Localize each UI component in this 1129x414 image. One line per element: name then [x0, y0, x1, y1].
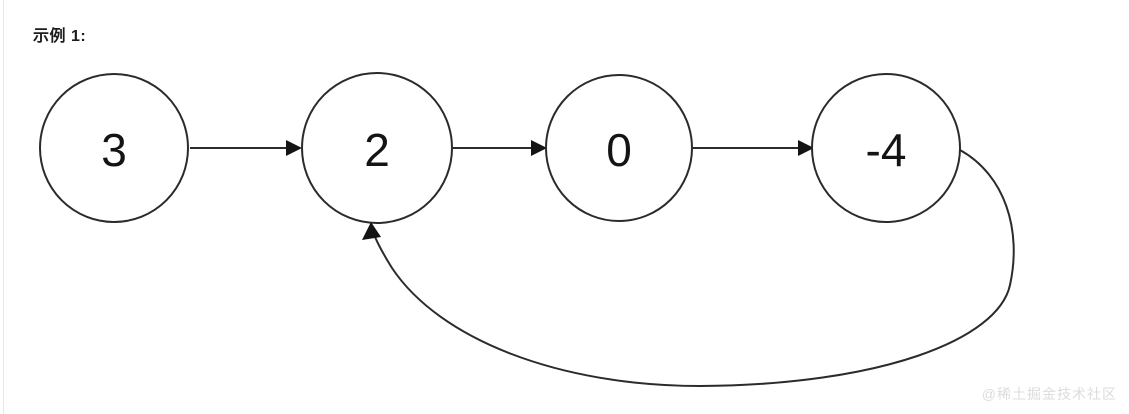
edge-0-to-m4: [693, 140, 814, 156]
node-m4-circle: [811, 73, 961, 223]
node-2-label: 2: [364, 124, 390, 176]
edge-m4-to-2-arrowhead: [362, 222, 381, 240]
node-m4-label: -4: [866, 124, 907, 176]
edge-0-to-m4-arrowhead: [798, 140, 814, 156]
node-3: 3: [39, 73, 189, 223]
page-title: 示例 1:: [33, 28, 87, 45]
node-3-circle: [39, 73, 189, 223]
node-0-circle: [545, 74, 693, 222]
node-3-label: 3: [101, 124, 127, 176]
node-0: 0: [545, 74, 693, 222]
edge-2-to-0-arrowhead: [531, 140, 547, 156]
edge-3-to-2-arrowhead: [286, 140, 302, 156]
node-2: 2: [301, 72, 453, 224]
edge-m4-to-2-curve: [372, 149, 1015, 388]
watermark-text: @稀土掘金技术社区: [981, 386, 1117, 402]
edge-m4-to-2: [362, 149, 1015, 388]
container-left-rule: [3, 0, 4, 414]
node-2-circle: [301, 72, 453, 224]
edge-3-to-2: [190, 140, 302, 156]
node-0-label: 0: [606, 124, 632, 176]
node-m4: -4: [811, 73, 961, 223]
edge-2-to-0: [453, 140, 547, 156]
